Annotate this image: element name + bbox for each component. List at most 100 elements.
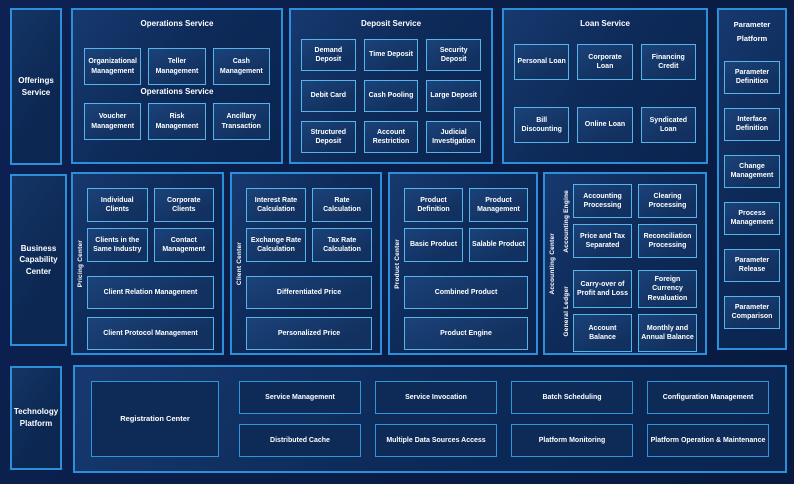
box-personalized-price: Personalized Price [246, 317, 372, 350]
parameter-platform-title: Parameter Platform [733, 20, 771, 44]
pricing-center-vlabel-text: Pricing Center [76, 239, 84, 288]
box-foreign-currency-revaluation: Foreign Currency Revaluation [638, 270, 697, 308]
general-ledger-vlabel: General Ledger [559, 270, 573, 352]
technology-platform-rail: Technology Platform [10, 366, 62, 470]
parameter-platform-panel: Parameter Platform Parameter Definition … [717, 8, 787, 350]
box-configuration-management: Configuration Management [647, 381, 769, 414]
box-client-relation-management: Client Relation Management [87, 276, 214, 309]
box-corporate-clients: Corporate Clients [153, 188, 214, 222]
offerings-service-rail: Offerings Service [10, 8, 62, 165]
operations-service-title: Operations Service [140, 19, 214, 28]
box-combined-product: Combined Product [404, 276, 528, 309]
technology-platform-panel: Registration Center Service Management S… [73, 365, 787, 473]
box-platform-operation-maintenance: Platform Operation & Maintenance [647, 424, 769, 457]
pricing-center-content: Individual Clients Corporate Clients Cli… [87, 174, 222, 353]
box-teller-management: Teller Management [148, 48, 206, 85]
box-debit-card: Debit Card [301, 80, 356, 112]
box-corporate-loan: Corporate Loan [577, 44, 633, 80]
box-salable-product: Salable Product [469, 228, 528, 262]
box-interest-rate-calculation: Interest Rate Calculation [246, 188, 306, 222]
accounting-center-vlabel-text: Accounting Center [548, 232, 556, 295]
box-service-management: Service Management [239, 381, 361, 414]
box-multiple-data-sources-access: Multiple Data Sources Access [375, 424, 497, 457]
product-center-vlabel-text: Product Center [393, 238, 401, 289]
operations-service-panel: Operations Service Organizational Manage… [71, 8, 283, 164]
box-clients-same-industry: Clients in the Same Industry [87, 228, 148, 262]
box-service-invocation: Service Invocation [375, 381, 497, 414]
box-basic-product: Basic Product [404, 228, 463, 262]
box-change-management: Change Management [724, 154, 780, 188]
box-accounting-processing: Accounting Processing [573, 184, 632, 218]
box-contact-management: Contact Management [153, 228, 214, 262]
accounting-engine-vlabel: Accounting Engine [559, 184, 573, 258]
box-syndicated-loan: Syndicated Loan [640, 107, 696, 143]
box-personal-loan: Personal Loan [514, 44, 570, 80]
box-time-deposit: Time Deposit [363, 39, 419, 71]
client-center-panel: Client Center Interest Rate Calculation … [230, 172, 382, 355]
box-account-restriction: Account Restriction [363, 121, 419, 153]
operations-row-1: Organizational Management Teller Managem… [73, 48, 281, 85]
deposit-service-panel: Deposit Service Demand Deposit Time Depo… [289, 8, 493, 164]
product-center-panel: Product Center Product Definition Produc… [388, 172, 538, 355]
box-tax-rate-calculation: Tax Rate Calculation [312, 228, 372, 262]
box-risk-management: Risk Management [148, 103, 206, 140]
box-voucher-management: Voucher Management [84, 103, 142, 140]
box-demand-deposit: Demand Deposit [301, 39, 356, 71]
box-product-engine: Product Engine [404, 317, 528, 350]
box-bill-discounting: Bill Discounting [514, 107, 570, 143]
box-individual-clients: Individual Clients [87, 188, 148, 222]
deposit-grid: Demand Deposit Time Deposit Security Dep… [291, 28, 491, 153]
operations-service-mid-label: Operations Service [140, 87, 214, 96]
box-product-management: Product Management [469, 188, 528, 222]
box-registration-center: Registration Center [91, 381, 219, 457]
product-center-content: Product Definition Product Management Ba… [404, 174, 536, 353]
operations-row-2: Voucher Management Risk Management Ancil… [73, 103, 281, 140]
box-parameter-definition: Parameter Definition [724, 60, 780, 94]
technology-grid: Service Management Service Invocation Ba… [239, 381, 769, 457]
deposit-service-title: Deposit Service [360, 19, 422, 28]
business-capability-center-rail: Business Capability Center [10, 174, 67, 346]
box-interface-definition: Interface Definition [724, 107, 780, 141]
box-reconciliation-processing: Reconciliation Processing [638, 224, 697, 258]
box-carry-over-profit-loss: Carry-over of Profit and Loss [573, 270, 632, 308]
client-center-vlabel-text: Client Center [235, 241, 243, 286]
box-security-deposit: Security Deposit [426, 39, 481, 71]
box-cash-management: Cash Management [212, 48, 270, 85]
box-structured-deposit: Structured Deposit [301, 121, 356, 153]
technology-platform-content: Registration Center Service Management S… [75, 367, 785, 471]
box-financing-credit: Financing Credit [640, 44, 696, 80]
box-platform-monitoring: Platform Monitoring [511, 424, 633, 457]
accounting-center-content: Accounting Engine Accounting Processing … [559, 174, 705, 353]
box-process-management: Process Management [724, 201, 780, 235]
pricing-center-vlabel: Pricing Center [73, 174, 87, 353]
box-parameter-release: Parameter Release [724, 248, 780, 282]
box-account-balance: Account Balance [573, 314, 632, 352]
box-parameter-comparison: Parameter Comparison [724, 295, 780, 329]
box-differentiated-price: Differentiated Price [246, 276, 372, 309]
loan-grid: Personal Loan Corporate Loan Financing C… [504, 28, 706, 143]
pricing-center-panel: Pricing Center Individual Clients Corpor… [71, 172, 224, 355]
loan-service-panel: Loan Service Personal Loan Corporate Loa… [502, 8, 708, 164]
accounting-engine-vlabel-text: Accounting Engine [562, 189, 570, 253]
client-center-vlabel: Client Center [232, 174, 246, 353]
box-cash-pooling: Cash Pooling [363, 80, 419, 112]
accounting-center-panel: Accounting Center Accounting Engine Acco… [543, 172, 707, 355]
client-center-content: Interest Rate Calculation Rate Calculati… [246, 174, 380, 353]
general-ledger-group: General Ledger Carry-over of Profit and … [559, 270, 697, 352]
general-ledger-vlabel-text: General Ledger [562, 285, 570, 337]
box-ancillary-transaction: Ancillary Transaction [212, 103, 270, 140]
loan-service-title: Loan Service [580, 19, 630, 28]
box-price-and-tax-separated: Price and Tax Separated [573, 224, 632, 258]
box-exchange-rate-calculation: Exchange Rate Calculation [246, 228, 306, 262]
box-large-deposit: Large Deposit [426, 80, 481, 112]
accounting-center-vlabel: Accounting Center [545, 174, 559, 353]
box-judicial-investigation: Judicial Investigation [426, 121, 481, 153]
box-organizational-management: Organizational Management [84, 48, 142, 85]
accounting-engine-group: Accounting Engine Accounting Processing … [559, 184, 697, 258]
box-online-loan: Online Loan [577, 107, 633, 143]
box-client-protocol-management: Client Protocol Management [87, 317, 214, 350]
box-clearing-processing: Clearing Processing [638, 184, 697, 218]
box-batch-scheduling: Batch Scheduling [511, 381, 633, 414]
box-distributed-cache: Distributed Cache [239, 424, 361, 457]
